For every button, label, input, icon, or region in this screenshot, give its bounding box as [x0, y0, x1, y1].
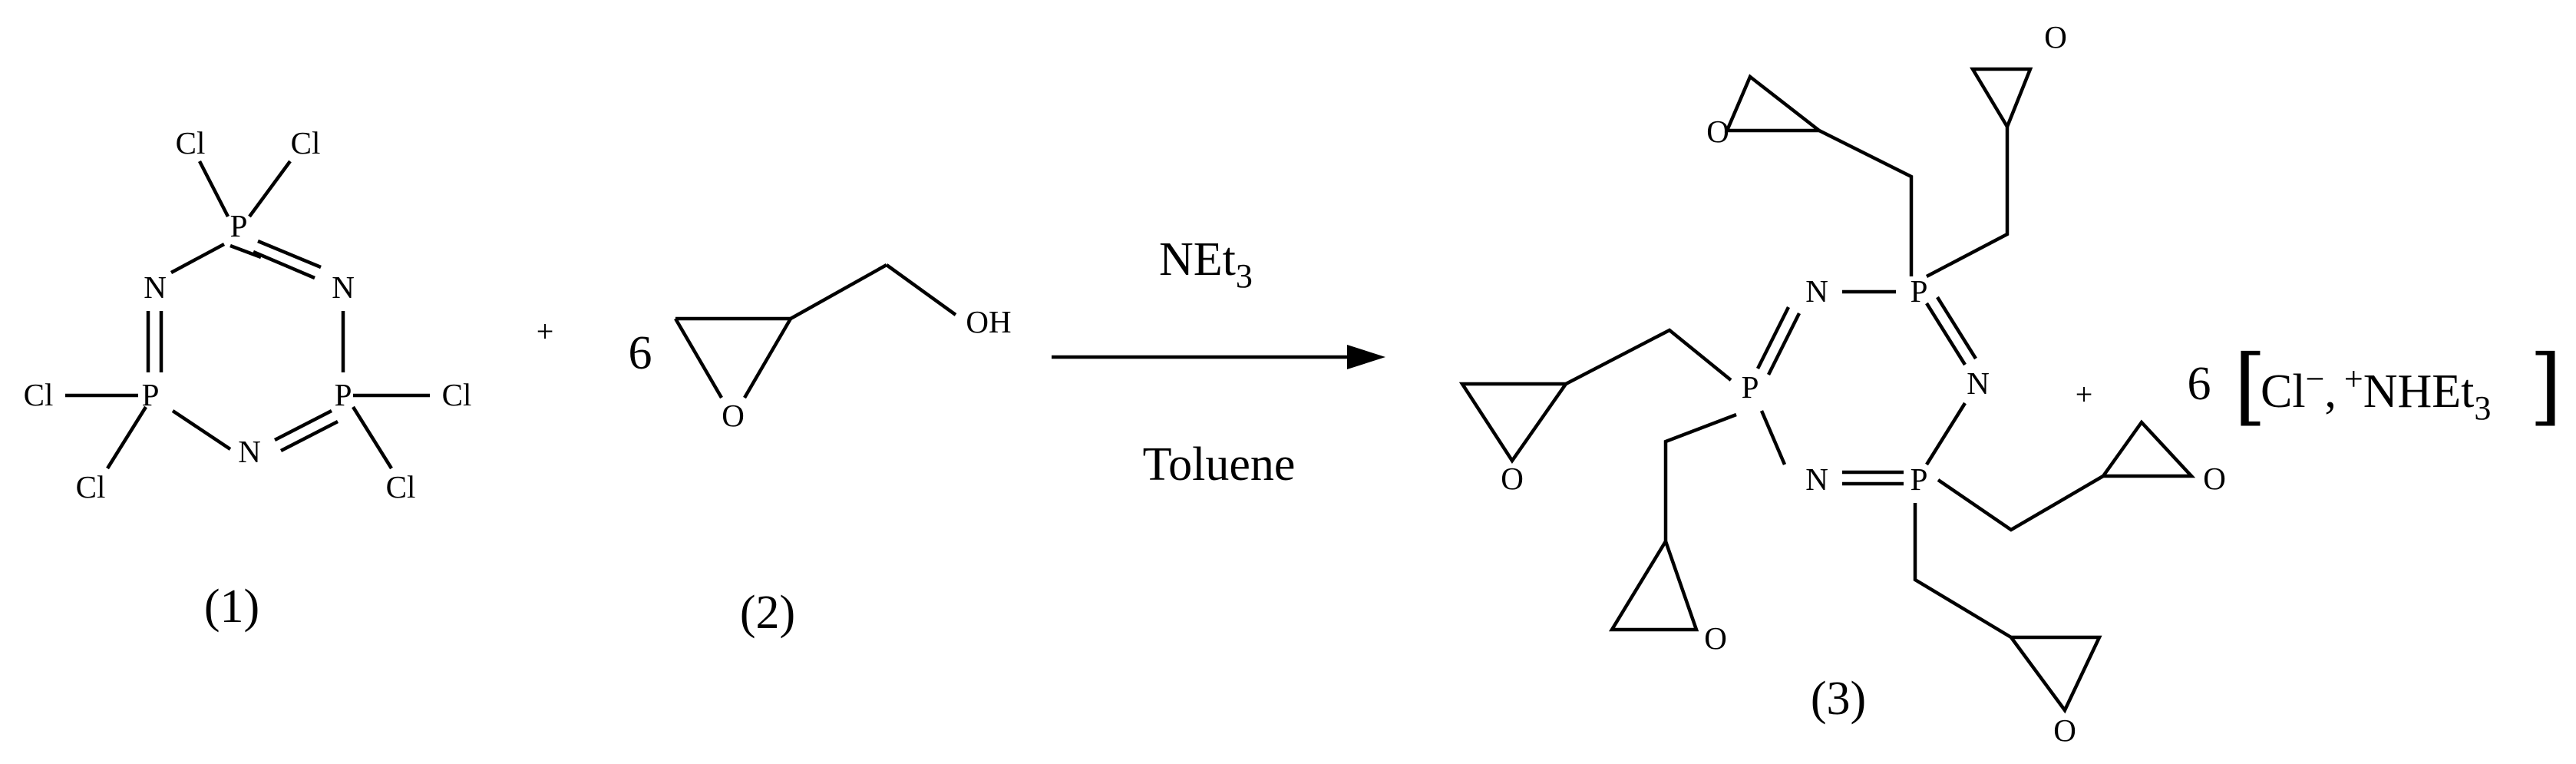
compound-3-ring-bonds	[1755, 289, 1977, 486]
chlorine-atom: Cl	[24, 377, 54, 412]
glycidol-coefficient: 6	[629, 327, 652, 379]
byproduct-salt: 6 [ Cl−,+NHEt3 ]	[2188, 336, 2562, 435]
reaction-arrow-group: NEt3 Toluene	[1052, 233, 1385, 491]
compound-3-glycidyl-arms	[1458, 67, 2196, 714]
chlorine-atom: Cl	[291, 125, 321, 160]
hydroxyl-group: OH	[966, 304, 1011, 339]
anion-charge: −	[2306, 360, 2325, 398]
compound-1-label: (1)	[204, 580, 259, 633]
oxygen-atom: O	[1706, 114, 1729, 149]
compound-1-hexachlorocyclotriphosphazene: P N P N P N Cl Cl Cl Cl Cl Cl (1)	[24, 125, 472, 633]
oxygen-atom: O	[722, 398, 745, 433]
nitrogen-atom: N	[1805, 273, 1828, 309]
reagent-base: NEt3	[1159, 233, 1253, 295]
chlorine-atom: Cl	[76, 469, 106, 504]
phosphorus-atom: P	[1911, 461, 1928, 497]
reagent-solvent: Toluene	[1143, 438, 1296, 491]
salt-coefficient: 6	[2188, 358, 2211, 410]
nitrogen-atom: N	[144, 270, 167, 305]
nitrogen-atom: N	[1805, 461, 1828, 497]
compound-3-epoxide-oxygens: O O O O O O	[1501, 19, 2226, 748]
chlorine-atom: Cl	[442, 377, 472, 412]
anion: Cl	[2261, 365, 2306, 418]
oxygen-atom: O	[1501, 461, 1524, 496]
phosphorus-atom: P	[230, 208, 248, 243]
nitrogen-atom: N	[238, 434, 261, 469]
plus-sign: +	[2076, 377, 2093, 412]
oxygen-atom: O	[2203, 461, 2226, 496]
compound-3-label: (3)	[1811, 673, 1866, 725]
reagent-base-subscript: 3	[1236, 257, 1253, 295]
oxygen-atom: O	[1704, 620, 1727, 656]
oxygen-atom: O	[2044, 19, 2067, 55]
compound-2-label: (2)	[740, 587, 795, 639]
phosphorus-atom: P	[1742, 369, 1759, 405]
compound-1-atoms: P N P N P N Cl Cl Cl Cl Cl Cl	[24, 125, 472, 504]
nitrogen-atom: N	[332, 270, 355, 305]
phosphorus-atom: P	[1911, 273, 1928, 309]
separator: ,	[2324, 365, 2337, 418]
phosphorus-atom: P	[335, 377, 352, 412]
bracket-open: [	[2234, 336, 2267, 435]
chlorine-atom: Cl	[176, 125, 206, 160]
cation: NHEt	[2363, 365, 2475, 418]
oxygen-atom: O	[2053, 713, 2076, 748]
arrow-head	[1347, 345, 1385, 369]
cation-subscript: 3	[2474, 389, 2491, 427]
plus-sign: +	[537, 314, 554, 349]
bracket-close: ]	[2529, 336, 2562, 435]
phosphorus-atom: P	[142, 377, 160, 412]
compound-2-glycidol: 6 O OH (2)	[629, 263, 1012, 639]
reagent-base-text: NEt	[1159, 233, 1236, 286]
compound-3-product: N P N P N P	[1458, 19, 2226, 748]
nitrogen-atom: N	[1967, 365, 1990, 401]
salt-formula: Cl−,+NHEt3	[2261, 360, 2491, 427]
chlorine-atom: Cl	[386, 469, 416, 504]
cation-charge: +	[2344, 360, 2363, 398]
compound-2-bonds	[674, 263, 957, 399]
compound-3-ring-atoms: N P N P N P	[1742, 273, 1990, 497]
compound-1-bonds	[65, 160, 430, 470]
